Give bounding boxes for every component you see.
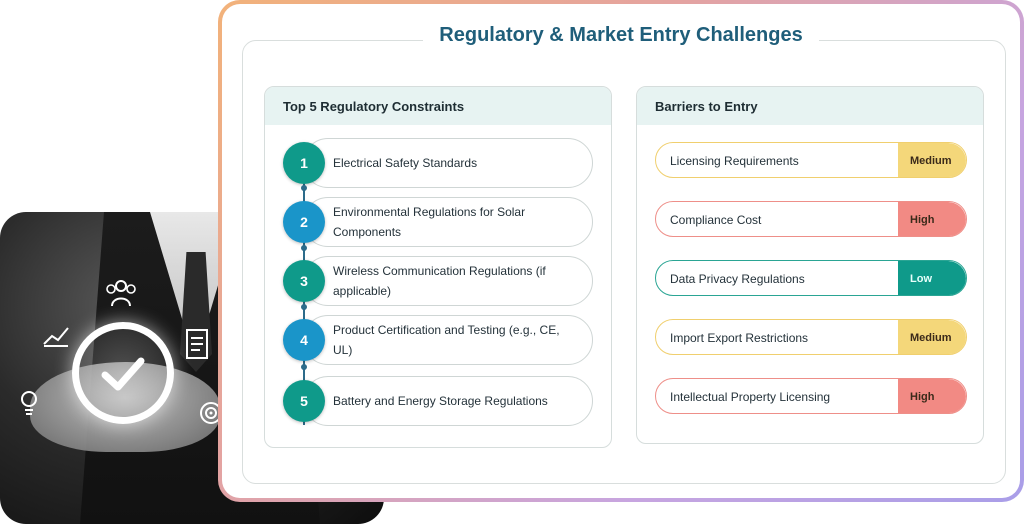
constraint-number-badge: 1 (283, 142, 325, 184)
constraint-item: 2 Environmental Regulations for Solar Co… (283, 197, 595, 247)
document-icon (186, 329, 208, 359)
barriers-heading: Barriers to Entry (637, 87, 983, 125)
constraint-item: 5 Battery and Energy Storage Regulations (283, 376, 595, 426)
regulatory-constraints-heading: Top 5 Regulatory Constraints (265, 87, 611, 125)
constraint-number-badge: 2 (283, 201, 325, 243)
constraint-text: Environmental Regulations for Solar Comp… (333, 205, 526, 239)
constraint-text: Battery and Energy Storage Regulations (333, 394, 548, 408)
constraint-item: 4 Product Certification and Testing (e.g… (283, 315, 595, 365)
barrier-item: Import Export Restrictions Medium (655, 319, 967, 355)
page-title-text: Regulatory & Market Entry Challenges (423, 24, 819, 46)
barrier-item: Compliance Cost High (655, 201, 967, 237)
connector-dot (301, 245, 307, 251)
constraint-item: 1 Electrical Safety Standards (283, 138, 595, 188)
barrier-label: Data Privacy Regulations (670, 272, 805, 286)
constraint-pill (303, 376, 593, 426)
barrier-label: Licensing Requirements (670, 154, 799, 168)
barrier-item: Licensing Requirements Medium (655, 142, 967, 178)
content-frame: Regulatory & Market Entry Challenges Top… (218, 0, 1024, 502)
constraint-pill (303, 197, 593, 247)
barriers-panel: Barriers to Entry Licensing Requirements… (636, 86, 984, 444)
constraint-number-badge: 5 (283, 380, 325, 422)
barrier-level-badge: High (898, 379, 966, 413)
barrier-level-badge: Medium (898, 143, 966, 177)
constraint-text: Product Certification and Testing (e.g.,… (333, 323, 560, 357)
barrier-item: Intellectual Property Licensing High (655, 378, 967, 414)
constraint-text: Wireless Communication Regulations (if a… (333, 264, 546, 298)
checkmark-icon (101, 357, 145, 391)
constraint-number-badge: 3 (283, 260, 325, 302)
connector-dot (301, 364, 307, 370)
constraint-pill (303, 315, 593, 365)
trend-chart-icon (43, 327, 69, 347)
constraint-item: 3 Wireless Communication Regulations (if… (283, 256, 595, 306)
barrier-item: Data Privacy Regulations Low (655, 260, 967, 296)
constraint-number-badge: 4 (283, 319, 325, 361)
barrier-level-badge: High (898, 202, 966, 236)
connector-dot (301, 185, 307, 191)
barrier-label: Import Export Restrictions (670, 331, 809, 345)
barrier-level-badge: Low (898, 261, 966, 295)
regulatory-constraints-panel: Top 5 Regulatory Constraints 1 Electrica… (264, 86, 612, 448)
constraint-pill (303, 138, 593, 188)
barrier-label: Compliance Cost (670, 213, 762, 227)
users-icon (106, 280, 136, 307)
barrier-label: Intellectual Property Licensing (670, 390, 831, 404)
content-frame-inner: Regulatory & Market Entry Challenges Top… (222, 4, 1020, 498)
page-title: Regulatory & Market Entry Challenges (222, 24, 1020, 47)
lightbulb-icon (21, 391, 37, 415)
checkmark-ring (72, 322, 174, 424)
constraint-text: Electrical Safety Standards (333, 156, 478, 170)
connector-dot (301, 304, 307, 310)
barrier-level-badge: Medium (898, 320, 966, 354)
